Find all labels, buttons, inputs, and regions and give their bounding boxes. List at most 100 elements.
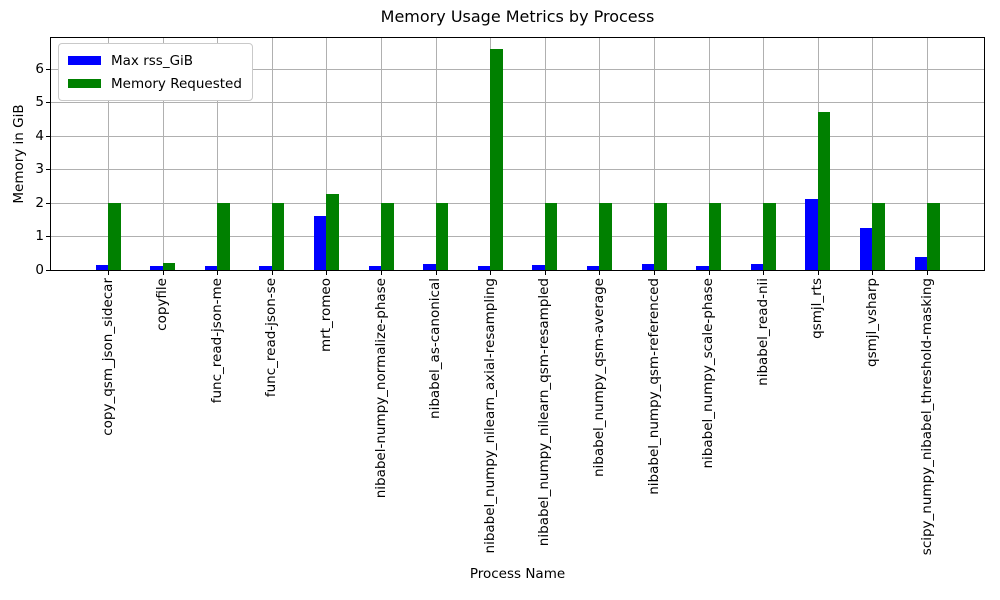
bar-max-rss-gib [95,265,108,270]
x-gridline [599,38,601,270]
y-gridline [51,236,984,238]
bar-memory-requested [435,202,449,270]
bar-memory-requested [927,202,940,270]
y-gridline [51,135,984,137]
bar-memory-requested [817,112,831,270]
bar-max-rss-gib [586,265,600,270]
x-tick-mark [544,271,546,275]
legend-label-max-rss: Max rss_GiB [111,52,194,69]
x-gridline [435,38,437,270]
x-gridline [708,38,710,270]
bar-memory-requested [108,202,121,270]
bar-max-rss-gib [859,228,873,270]
x-tick-mark [217,271,219,275]
x-tick-label: qsmjl_vsharp [863,278,880,367]
y-tick-mark [46,102,50,104]
x-tick-label: nibabel_numpy_nilearn_axial-resampling [481,278,498,554]
bar-max-rss-gib [204,265,218,270]
x-tick-mark [108,271,109,275]
y-gridline [51,102,984,104]
x-gridline [654,38,655,270]
bar-max-rss-gib [805,198,818,270]
y-tick-label: 6 [35,60,44,77]
legend-item-memory-requested: Memory Requested [68,74,242,93]
x-axis-label: Process Name [469,566,566,582]
y-tick-mark [46,68,50,70]
y-tick-label: 2 [35,194,44,211]
bar-memory-requested [763,202,776,270]
legend: Max rss_GiB Memory Requested [58,43,253,101]
plot-area [50,37,985,271]
x-gridline [763,38,765,270]
x-tick-label: nibabel_read-nii [754,278,771,386]
y-gridline [51,169,984,171]
bar-max-rss-gib [150,265,163,270]
x-tick-mark [708,271,710,275]
x-gridline [544,38,546,270]
x-gridline [872,38,874,270]
x-tick-label: copy_qsm_json_sidecar [99,278,116,436]
bar-max-rss-gib [914,257,927,270]
x-tick-label: qsmjl_rts [809,278,826,339]
y-tick-mark [46,169,50,171]
x-tick-mark [927,271,928,275]
y-axis-label: Memory in GiB [11,104,27,204]
y-tick-label: 1 [35,228,44,245]
bar-max-rss-gib [477,265,491,270]
x-tick-mark [435,271,437,275]
x-tick-label: nibabel_numpy_scale-phase [700,278,717,469]
x-tick-mark [381,271,382,275]
bar-max-rss-gib [368,265,381,270]
y-tick-mark [46,236,50,238]
y-tick-mark [46,270,50,271]
legend-swatch-memory-requested [68,79,101,88]
chart-title: Memory Usage Metrics by Process [380,7,655,26]
bar-memory-requested [490,48,503,270]
x-tick-mark [763,271,765,275]
x-gridline [108,38,109,270]
x-tick-mark [271,271,273,275]
x-tick-label: func_read-json-me [208,278,225,404]
bar-memory-requested [217,202,230,270]
y-tick-label: 5 [35,94,44,111]
bar-memory-requested [326,193,339,270]
bar-memory-requested [708,202,722,270]
legend-swatch-max-rss [68,56,101,65]
x-tick-label: nibabel_numpy_qsm-average [590,278,607,477]
bar-max-rss-gib [532,265,545,270]
x-tick-mark [490,271,492,275]
bar-memory-requested [544,202,558,270]
y-tick-label: 3 [35,161,44,178]
x-tick-label: mrt_romeo [317,278,334,352]
x-gridline [927,38,928,270]
y-tick-mark [46,202,50,204]
x-tick-mark [817,271,819,275]
x-tick-mark [162,271,164,275]
x-tick-label: copyfile [154,278,171,331]
y-gridline [51,68,984,70]
bar-max-rss-gib [423,264,436,270]
x-tick-label: nibabel_as-canonical [427,278,444,419]
x-tick-mark [654,271,655,275]
x-tick-mark [872,271,874,275]
x-gridline [326,38,328,270]
x-tick-mark [326,271,328,275]
bar-max-rss-gib [259,265,272,270]
x-tick-label: nibabel_numpy_nilearn_qsm-resampled [536,278,553,547]
bar-max-rss-gib [641,264,654,270]
y-gridline [51,202,984,204]
legend-item-max-rss: Max rss_GiB [68,51,242,70]
x-gridline [217,38,219,270]
bar-memory-requested [162,263,176,270]
bar-memory-requested [654,202,667,270]
bar-memory-requested [381,202,394,270]
x-tick-mark [599,271,601,275]
bar-memory-requested [872,202,885,270]
x-tick-label: nibabel-numpy_normalize-phase [372,278,389,499]
x-gridline [271,38,273,270]
x-gridline [162,38,164,270]
x-tick-label: nibabel_numpy_qsm-referenced [645,278,662,495]
bar-memory-requested [271,202,285,270]
y-tick-mark [46,135,50,137]
